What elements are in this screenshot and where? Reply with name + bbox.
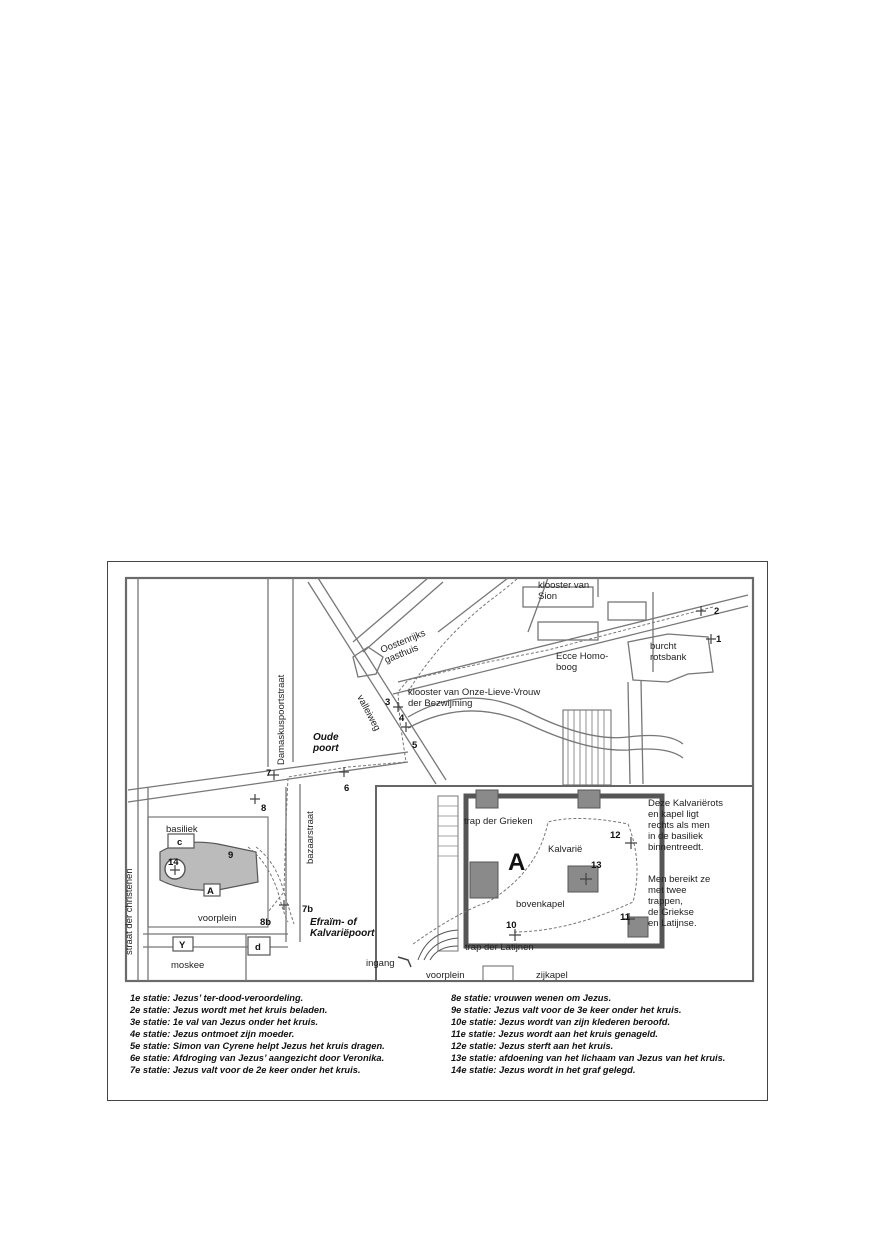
label-line: Efraïm- of — [310, 917, 358, 928]
label-line: trappen, — [648, 896, 683, 907]
letter-a-inset: A — [508, 849, 525, 876]
label-trap-latijnen: trap der Latijnen — [465, 942, 534, 953]
station-11: 11 — [620, 912, 631, 923]
label-line: met twee — [648, 885, 687, 896]
label-voorplein-inset: voorplein — [426, 970, 465, 981]
label-line: Oude — [313, 732, 339, 743]
station-5: 5 — [412, 740, 418, 751]
label-valleiweg: valleiweg — [354, 693, 382, 733]
label-damaskus: Damaskuspoortstraat — [276, 674, 287, 765]
station-3: 3 — [385, 697, 390, 708]
label-line: Men bereikt ze — [648, 874, 710, 885]
legend-item: 4e statie: Jezus ontmoet zijn moeder. — [130, 1029, 295, 1039]
label-line: en Latijnse. — [648, 918, 697, 929]
label-line: rotsbank — [650, 652, 687, 663]
label-bazaarstraat: bazaarstraat — [305, 811, 316, 864]
label-line: Deze Kalvariërots — [648, 798, 723, 809]
label-oostenrijks-gasthuis: Oostenrijksgasthuis — [379, 628, 432, 666]
station-14: 14 — [168, 857, 179, 868]
legend-left: 1e statie: Jezus’ ter-dood-veroordeling.… — [130, 992, 385, 1076]
label-line: boog — [556, 662, 577, 673]
station-4: 4 — [399, 713, 405, 724]
label-moskee: moskee — [171, 960, 204, 971]
label-line: klooster van Onze-Lieve-Vrouw — [408, 687, 540, 698]
label-line: de Griekse — [648, 907, 694, 918]
label-line: en kapel ligt — [648, 809, 699, 820]
label-straat-christenen: straat der christenen — [124, 868, 135, 955]
legend-item: 8e statie: vrouwen wenen om Jezus. — [451, 993, 612, 1003]
station-13: 13 — [591, 860, 602, 871]
legend-item: 10e statie: Jezus wordt van zijn kledere… — [451, 1017, 671, 1027]
label-ingang: ingang — [366, 958, 395, 969]
label-voorplein-left: voorplein — [198, 913, 237, 924]
legend-item: 9e statie: Jezus valt voor de 3e keer on… — [451, 1005, 682, 1015]
label-line: rechts als men — [648, 820, 710, 831]
label-line: Kalvariëpoort — [310, 928, 375, 939]
calvary-inset — [375, 785, 754, 982]
legend-item: 5e statie: Simon van Cyrene helpt Jezus … — [130, 1041, 385, 1051]
station-9: 9 — [228, 850, 233, 861]
letter-c: c — [177, 837, 182, 848]
label-line: klooster van — [538, 580, 589, 591]
label-ecce-homo: Ecce Homo-boog — [556, 651, 608, 673]
station-7: 7 — [266, 768, 271, 779]
north-path — [407, 577, 519, 693]
legend-item: 12e statie: Jezus sterft aan het kruis. — [451, 1041, 614, 1051]
legend-item: 6e statie: Afdroging van Jezus’ aangezic… — [130, 1053, 385, 1063]
legend-right: 8e statie: vrouwen wenen om Jezus. 9e sta… — [451, 992, 725, 1076]
legend-item: 14e statie: Jezus wordt in het graf gele… — [451, 1065, 636, 1075]
station-8b: 8b — [260, 917, 271, 928]
legend-item: 7e statie: Jezus valt voor de 2e keer on… — [130, 1065, 361, 1075]
label-line: poort — [312, 743, 339, 754]
station-6: 6 — [344, 783, 349, 794]
letter-d: d — [255, 942, 261, 953]
street-network — [127, 577, 749, 981]
station-markers — [170, 606, 716, 941]
via-dolorosa-path — [267, 606, 714, 913]
label-line: in de basiliek — [648, 831, 703, 842]
station-7b: 7b — [302, 904, 313, 915]
label-zijkapel: zijkapel — [536, 970, 568, 981]
station-8: 8 — [261, 803, 266, 814]
label-line: Ecce Homo- — [556, 651, 608, 662]
letter-y: Y — [179, 940, 186, 951]
legend-item: 13e statie: afdoening van het lichaam va… — [451, 1053, 726, 1063]
label-bovenkapel: bovenkapel — [516, 899, 565, 910]
station-1: 1 — [716, 634, 722, 645]
label-trap-grieken: trap der Grieken — [464, 816, 533, 827]
label-line: burcht — [650, 641, 677, 652]
station-10: 10 — [506, 920, 517, 931]
legend-item: 11e statie: Jezus wordt aan het kruis ge… — [451, 1029, 659, 1039]
label-line: binnentreedt. — [648, 842, 703, 853]
label-line: Sion — [538, 591, 557, 602]
legend-item: 1e statie: Jezus’ ter-dood-veroordeling. — [130, 993, 304, 1003]
letter-a-small: A — [207, 886, 214, 897]
station-2: 2 — [714, 606, 719, 617]
label-basiliek: basiliek — [166, 824, 198, 835]
station-12: 12 — [610, 830, 621, 841]
legend-item: 3e statie: 1e val van Jezus onder het kr… — [130, 1017, 319, 1027]
label-kalvarie: Kalvarië — [548, 844, 582, 855]
legend-item: 2e statie: Jezus wordt met het kruis bel… — [130, 1005, 328, 1015]
label-line: der Bezwijming — [408, 698, 472, 709]
